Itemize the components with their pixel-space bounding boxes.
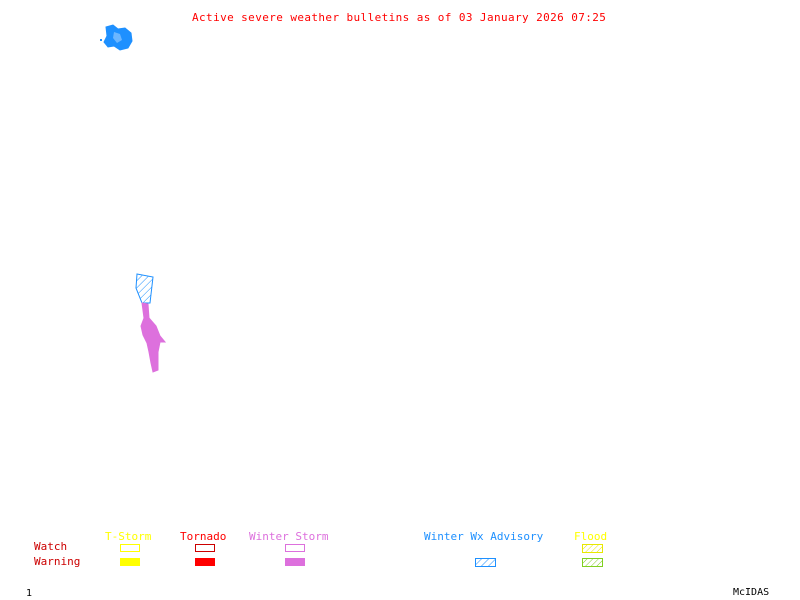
winter-storm-warning-swatch — [285, 558, 305, 566]
legend-tstorm-label: T-Storm — [105, 530, 152, 543]
legend-winter-wx-advisory-label: Winter Wx Advisory — [424, 530, 544, 543]
tornado-watch-swatch — [195, 544, 215, 552]
page-number: 1 — [26, 588, 33, 599]
flood-warning-swatch — [582, 558, 603, 567]
west-winter-storm-warning — [140, 302, 167, 373]
tstorm-warning-swatch — [120, 558, 140, 566]
northwest-advisory-area — [135, 273, 154, 304]
legend-flood-label: Flood — [574, 530, 608, 543]
bulletin-title: Active severe weather bulletins as of 03… — [192, 11, 607, 24]
flood-watch-swatch — [582, 544, 603, 553]
alaska-advisory-area — [100, 24, 133, 51]
tornado-warning-swatch — [195, 558, 215, 566]
tstorm-watch-swatch — [120, 544, 140, 552]
winter-storm-watch-swatch — [285, 544, 305, 552]
legend-warning-label: Warning — [34, 555, 81, 568]
mcidas-brand: McIDAS — [733, 587, 770, 598]
legend-watch-label: Watch — [34, 540, 68, 553]
legend-tornado-label: Tornado — [180, 530, 227, 543]
legend-winter-storm-label: Winter Storm — [249, 530, 329, 543]
winter-wx-advisory-swatch — [475, 558, 496, 567]
